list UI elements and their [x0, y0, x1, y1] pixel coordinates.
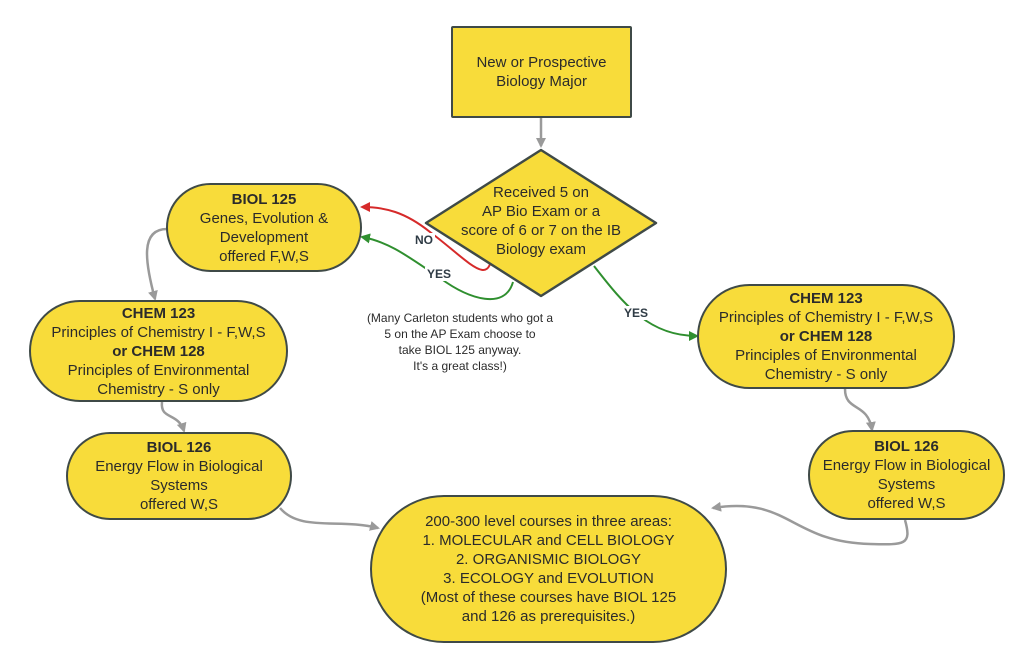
edge-biol126-right-to-upper [711, 501, 909, 546]
edge-label-yes-right: YES [622, 306, 651, 320]
biol125-line-1: Genes, Evolution & [199, 209, 329, 227]
chem-right-line-2: Principles of Environmental [735, 347, 917, 364]
biol126-right-line-2: Systems [877, 476, 936, 493]
upper-line-3: 2. ORGANISMIC BIOLOGY [455, 551, 642, 568]
biol126-left-line-3: offered W,S [139, 496, 219, 513]
chem-right-node: CHEM 123 Principles of Chemistry I - F,W… [697, 284, 955, 389]
decision-line-3: score of 6 or 7 on the IB [460, 222, 622, 239]
carleton-note: (Many Carleton students who got a 5 on t… [355, 310, 565, 374]
biol126-left-title: BIOL 126 [146, 439, 212, 456]
start-node: New or Prospective Biology Major [451, 26, 632, 118]
biol125-title: BIOL 125 [231, 190, 297, 208]
edge-label-no: NO [413, 233, 435, 247]
biol126-right-node: BIOL 126 Energy Flow in Biological Syste… [808, 430, 1005, 520]
start-line-1: New or Prospective [476, 54, 607, 71]
edge-chem-left-to-biol126-left [160, 401, 187, 433]
decision-diamond [424, 148, 658, 298]
biol125-node: BIOL 125 Genes, Evolution & Development … [166, 183, 362, 272]
chem-right-title: CHEM 123 [789, 290, 863, 307]
chem-left-line-3: Chemistry - S only [97, 380, 220, 398]
edge-biol126-left-to-upper [279, 507, 380, 531]
start-line-2: Biology Major [496, 73, 587, 90]
edge-chem-right-to-biol126-right [843, 388, 876, 432]
decision-line-1: Received 5 on [493, 184, 589, 201]
chem-left-title: CHEM 123 [121, 304, 196, 322]
biol126-right-title: BIOL 126 [874, 438, 939, 455]
biol125-line-2: Development [219, 228, 309, 246]
biol126-left-node: BIOL 126 Energy Flow in Biological Syste… [66, 432, 292, 520]
upper-line-4: 3. ECOLOGY and EVOLUTION [443, 570, 654, 587]
decision-text: Received 5 on AP Bio Exam or a score of … [446, 183, 636, 259]
chem-left-line-2: Principles of Environmental [67, 361, 250, 379]
chem-right-alt: or CHEM 128 [779, 328, 873, 345]
upper-level-node: 200-300 level courses in three areas: 1.… [370, 495, 727, 643]
chem-left-alt: or CHEM 128 [112, 342, 205, 360]
decision-line-2: AP Bio Exam or a [481, 203, 601, 220]
note-line-2: 5 on the AP Exam choose to [384, 327, 536, 341]
upper-line-5: (Most of these courses have BIOL 125 [420, 589, 677, 606]
edge-biol125-to-chem-left [145, 227, 168, 301]
chem-left-node: CHEM 123 Principles of Chemistry I - F,W… [29, 300, 288, 402]
upper-line-2: 1. MOLECULAR and CELL BIOLOGY [422, 532, 675, 549]
note-line-1: (Many Carleton students who got a [366, 311, 554, 325]
biol126-right-line-3: offered W,S [867, 495, 946, 512]
chem-right-line-1: Principles of Chemistry I - F,W,S [718, 309, 934, 326]
edge-yes-to-chem-right [593, 265, 699, 341]
upper-line-6: and 126 as prerequisites.) [461, 608, 636, 625]
decision-line-4: Biology exam [495, 241, 587, 258]
note-line-4: It's a great class!) [413, 359, 507, 373]
note-line-3: take BIOL 125 anyway. [398, 343, 522, 357]
chem-left-line-1: Principles of Chemistry I - F,W,S [51, 323, 266, 341]
edge-label-yes-left: YES [425, 267, 454, 281]
biol126-left-line-1: Energy Flow in Biological [95, 458, 263, 475]
upper-line-1: 200-300 level courses in three areas: [425, 513, 672, 530]
chem-right-line-3: Chemistry - S only [764, 366, 888, 383]
biol126-left-line-2: Systems [150, 477, 208, 494]
biol126-right-line-1: Energy Flow in Biological [822, 457, 991, 474]
biol125-line-3: offered F,W,S [219, 247, 309, 265]
